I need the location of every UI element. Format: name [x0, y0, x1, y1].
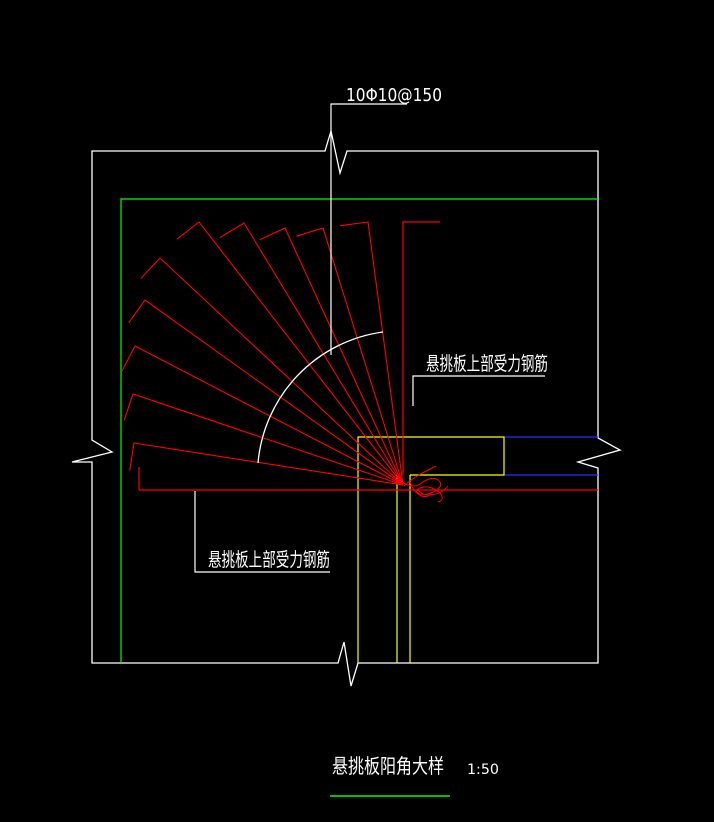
radial-rebar [123, 393, 404, 486]
radial-rebar [140, 257, 404, 486]
corner-radial-rebars [121, 221, 404, 486]
main-rebar [138, 221, 598, 491]
drawing-scale: 1:50 [467, 762, 499, 778]
slab-edge-line [120, 198, 598, 663]
radial-rebar [219, 222, 404, 486]
outer-outline [71, 130, 622, 687]
radial-rebar [259, 227, 404, 486]
radial-rebar [129, 442, 404, 486]
rebar-label-left: 悬挑板上部受力钢筋 [208, 549, 330, 571]
rebar-label-right: 悬挑板上部受力钢筋 [426, 353, 548, 375]
rebar-anchor-cluster [397, 465, 449, 503]
spec-leader [330, 103, 407, 355]
fan-arc [257, 331, 384, 464]
radial-rebar [121, 345, 404, 486]
beam-outline [357, 436, 505, 663]
radial-rebar [296, 227, 404, 486]
drawing-title: 悬挑板阳角大样 [332, 754, 444, 778]
rebar-spec-label: 10Φ10@150 [346, 85, 442, 106]
inner-slab-lines [504, 436, 598, 476]
radial-rebar [128, 299, 404, 486]
radial-rebar [176, 221, 404, 486]
radial-rebar [340, 221, 404, 486]
label-leader-right [412, 375, 545, 406]
label-leader-left [194, 491, 330, 573]
